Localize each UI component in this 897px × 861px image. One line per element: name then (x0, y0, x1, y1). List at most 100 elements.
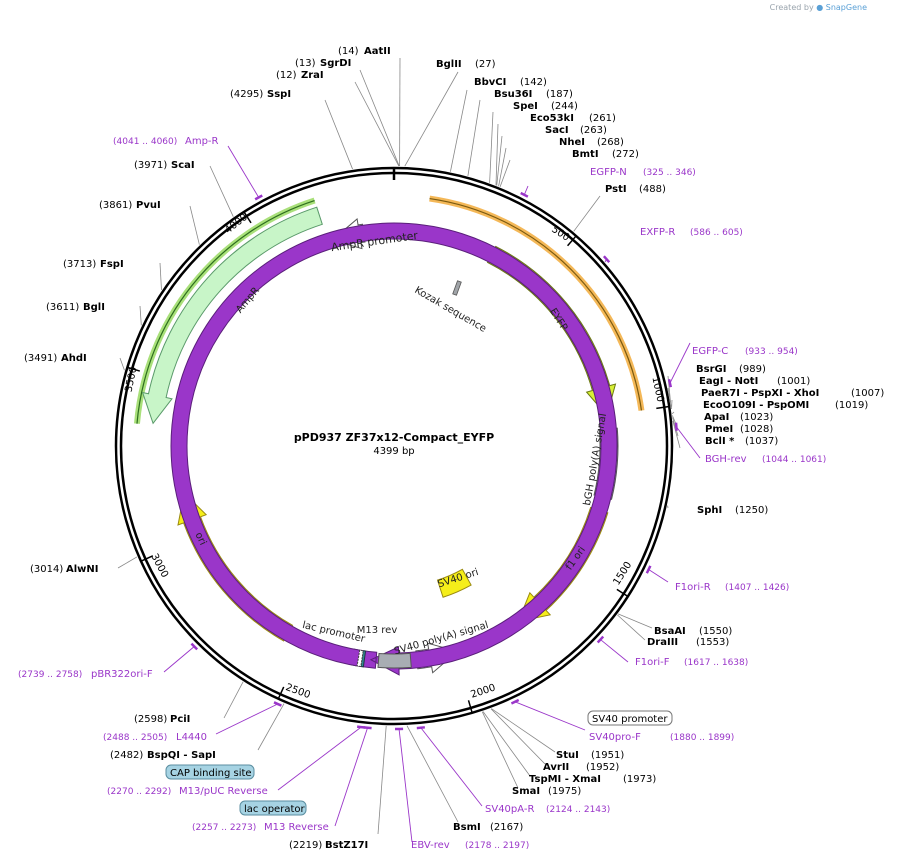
enzyme-name-draiii[interactable]: DraIII (647, 637, 678, 648)
enzyme-pos-stui: (1951) (591, 750, 624, 761)
enzyme-name-paer7i[interactable]: PaeR7I - PspXI - XhoI (701, 388, 819, 399)
lac-gap-feature[interactable] (377, 652, 412, 669)
enzyme-name-stui[interactable]: StuI (556, 750, 579, 761)
enzyme-name-spei[interactable]: SpeI (513, 101, 538, 112)
enzyme-name-sphi[interactable]: SphI (697, 505, 722, 516)
enzyme-name-zrai[interactable]: ZraI (301, 70, 324, 81)
primer-binding-mark[interactable] (510, 698, 520, 705)
enzyme-name-eagi-noti[interactable]: EagI - NotI (699, 376, 758, 387)
enzyme-name-sgrdi[interactable]: SgrDI (320, 58, 351, 69)
enzyme-name-saci[interactable]: SacI (545, 125, 569, 136)
enzyme-name-ecoo109i[interactable]: EcoO109I - PspOMI (703, 400, 809, 411)
primer-binding-mark[interactable] (416, 726, 425, 730)
enzyme-name-fspi[interactable]: FspI (100, 259, 124, 270)
ampr-feature-arrow[interactable] (141, 206, 323, 425)
enzyme-name-bsaai[interactable]: BsaAI (654, 626, 686, 637)
enzyme-name-bglii[interactable]: BglII (436, 59, 462, 70)
primer-name-m13-puc-reverse[interactable]: M13/pUC Reverse (179, 786, 268, 797)
enzyme-pos-psti: (488) (639, 184, 666, 195)
enzyme-pos-bspqi: (2482) (110, 750, 143, 761)
enzyme-name-bstz17i[interactable]: BstZ17I (325, 840, 368, 851)
enzyme-pos-zrai: (12) (276, 70, 297, 81)
lac-operator-feature[interactable] (360, 650, 367, 668)
m13-rev-feature[interactable] (170, 222, 618, 676)
primer-binding-mark[interactable] (596, 635, 605, 644)
enzyme-leader-line (257, 703, 285, 751)
primer-name-sv40pa-r[interactable]: SV40pA-R (485, 804, 534, 815)
enzyme-leader-lines (117, 57, 681, 835)
lac-operator-box[interactable] (239, 800, 307, 816)
enzyme-leader-line (482, 711, 531, 777)
enzyme-name-aatii[interactable]: AatII (364, 46, 391, 57)
primer-range-f1ori-f: (1617 .. 1638) (684, 658, 748, 668)
primer-leader-line (523, 185, 529, 195)
enzyme-name-psti[interactable]: PstI (605, 184, 627, 195)
ori-label: ori (193, 531, 208, 547)
enzyme-leader-line (189, 205, 200, 245)
primer-leader-line (163, 646, 195, 673)
tick-1000 (656, 405, 670, 410)
sv40-ori-feature[interactable] (436, 568, 472, 598)
primer-range-f1ori-r: (1407 .. 1426) (725, 583, 789, 593)
primer-binding-mark[interactable] (645, 565, 652, 574)
primer-binding-mark[interactable] (273, 701, 282, 707)
primer-name-egfp-c[interactable]: EGFP-C (692, 346, 728, 357)
enzyme-name-pcii[interactable]: PciI (170, 714, 190, 725)
cap-binding-feature[interactable] (356, 649, 364, 668)
enzyme-name-bspqi[interactable]: BspQI - SapI (147, 750, 216, 761)
enzyme-name-eco53ki[interactable]: Eco53kI (530, 113, 574, 124)
enzyme-pos-pvui: (3861) (99, 200, 132, 211)
enzyme-name-ahdi[interactable]: AhdI (61, 353, 87, 364)
enzyme-name-bmti[interactable]: BmtI (572, 149, 599, 160)
enzyme-leader-line (324, 99, 353, 170)
primer-binding-mark[interactable] (667, 378, 673, 388)
tick-label-2000: 2000 (469, 682, 497, 700)
primer-name-f1ori-f[interactable]: F1ori-F (635, 657, 670, 668)
enzyme-name-bcli[interactable]: BclI * (705, 436, 735, 447)
primer-name-sv40pro-f[interactable]: SV40pro-F (589, 732, 641, 743)
cap-binding-site-box[interactable] (165, 764, 255, 780)
primer-name-m13-reverse[interactable]: M13 Reverse (264, 822, 329, 833)
primer-binding-mark[interactable] (674, 422, 678, 431)
primer-binding-mark[interactable] (356, 725, 366, 729)
enzyme-name-avrii[interactable]: AvrII (543, 762, 569, 773)
enzyme-name-bsrgi[interactable]: BsrGI (696, 364, 726, 375)
enzyme-pos-sspi: (4295) (230, 89, 263, 100)
primer-binding-mark[interactable] (602, 255, 611, 264)
sv40-promoter-box[interactable] (587, 710, 673, 726)
enzyme-name-tspmi[interactable]: TspMI - XmaI (529, 774, 601, 785)
enzyme-name-sspi[interactable]: SspI (267, 89, 291, 100)
primer-name-egfp-n[interactable]: EGFP-N (590, 167, 627, 178)
primer-range-m13-reverse: (2257 .. 2273) (192, 823, 256, 833)
enzyme-name-pvui[interactable]: PvuI (136, 200, 161, 211)
primer-name-l4440[interactable]: L4440 (176, 732, 207, 743)
primer-name-f1ori-r[interactable]: F1ori-R (675, 582, 711, 593)
tick-2500 (277, 686, 285, 700)
enzyme-name-bgli[interactable]: BglI (83, 302, 105, 313)
kozak-sequence-feature[interactable] (452, 280, 462, 296)
enzyme-name-bsu36i[interactable]: Bsu36I (494, 89, 532, 100)
tick-3000 (140, 555, 154, 562)
primer-name-ebv-rev[interactable]: EBV-rev (411, 840, 450, 851)
primer-name-bgh-rev[interactable]: BGH-rev (705, 454, 747, 465)
cap-binding-site-label: CAP binding site (170, 768, 252, 779)
primer-binding-mark[interactable] (520, 191, 529, 198)
enzyme-leader-line (209, 165, 234, 217)
enzyme-name-smai[interactable]: SmaI (512, 786, 540, 797)
enzyme-name-alwni[interactable]: AlwNI (66, 564, 99, 575)
enzyme-name-scai[interactable]: ScaI (171, 160, 195, 171)
enzyme-leader-line (481, 711, 519, 789)
primer-binding-mark[interactable] (254, 194, 263, 201)
primer-name-pbr322ori-f[interactable]: pBR322ori-F (91, 669, 153, 680)
enzyme-name-apai[interactable]: ApaI (704, 412, 729, 423)
primer-name-amp-r[interactable]: Amp-R (185, 136, 219, 147)
enzyme-name-pmei[interactable]: PmeI (705, 424, 733, 435)
primer-binding-mark[interactable] (190, 642, 199, 651)
m13-rev-label: M13 rev (357, 625, 398, 636)
enzyme-name-bbvci[interactable]: BbvCI (474, 77, 506, 88)
enzyme-name-nhei[interactable]: NheI (559, 137, 585, 148)
enzyme-pos-sgrdi: (13) (295, 58, 316, 69)
enzyme-name-bsmi[interactable]: BsmI (453, 822, 481, 833)
primer-name-exfp-r[interactable]: EXFP-R (640, 227, 675, 238)
primer-leader-line (227, 145, 260, 198)
